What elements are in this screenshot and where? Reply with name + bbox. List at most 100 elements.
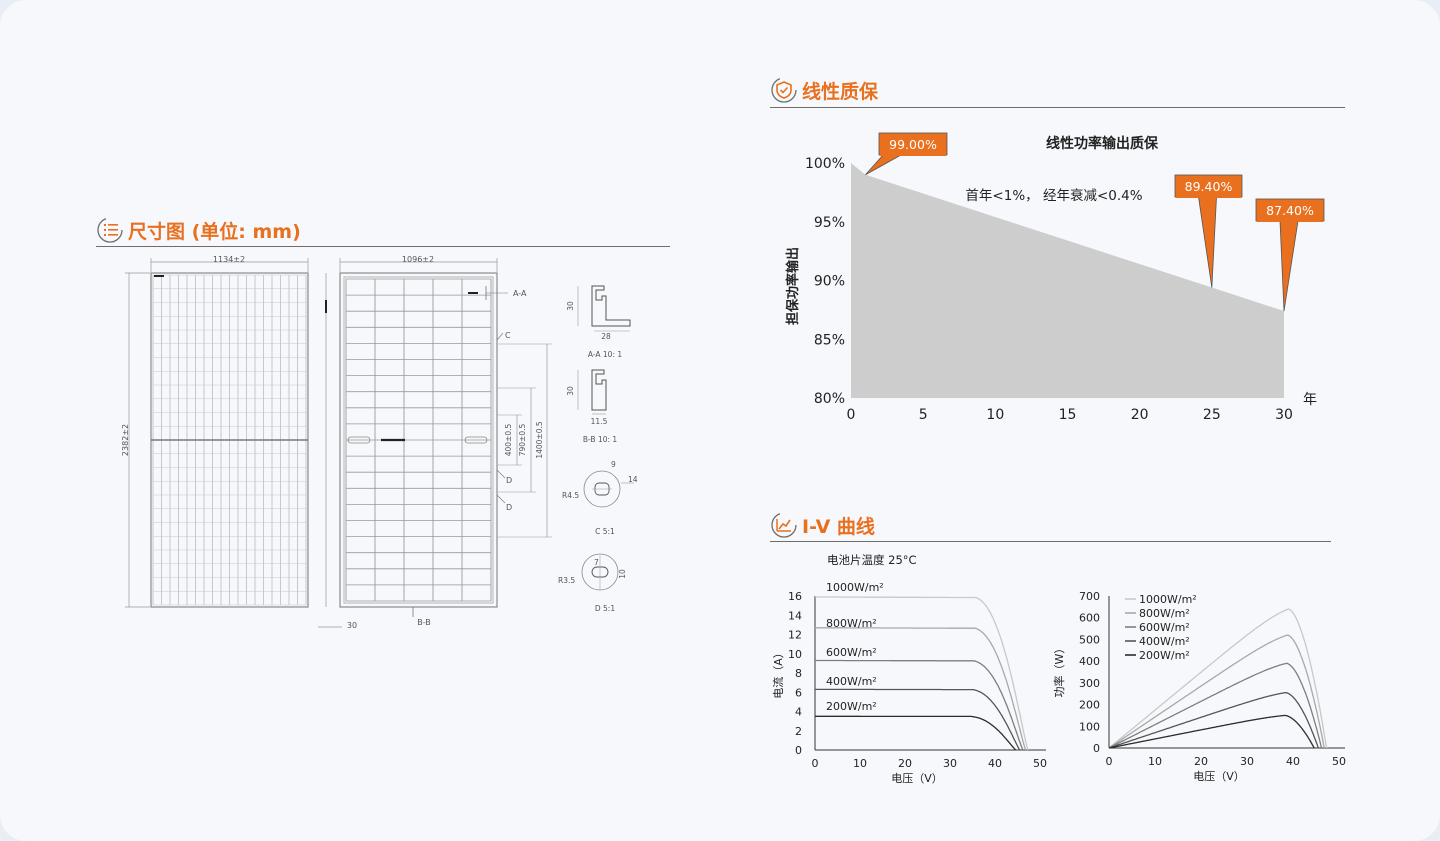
pv-xtick-label: 40 [1286, 755, 1300, 768]
callout-label: 89.40% [1185, 179, 1233, 194]
aa-dim-30: 30 [566, 301, 575, 311]
pv-ytick-label: 300 [1079, 677, 1100, 690]
dim-790-label: 790±0.5 [518, 424, 527, 457]
back-panel-inner-frame [343, 276, 494, 604]
d2-label: D [506, 503, 512, 512]
warranty-ytick-label: 80% [814, 391, 845, 407]
dimension-rule [96, 246, 670, 247]
connector-right [464, 436, 488, 444]
iv-left-ytick-label: 10 [788, 648, 802, 661]
warranty-xtick-label: 25 [1203, 407, 1221, 423]
dimension-section-header: 尺寸图 (单位: mm) [96, 216, 301, 244]
pv-curve [1108, 692, 1319, 749]
callout-label: 99.00% [889, 137, 937, 152]
bb-dim-30: 30 [566, 386, 575, 396]
iv-left-ylabel: 电流（A） [771, 647, 785, 699]
d-caption: D 5:1 [595, 604, 615, 613]
connector-left [347, 436, 371, 444]
pv-ytick-label: 500 [1079, 633, 1100, 646]
pv-xtick-label: 0 [1106, 755, 1113, 768]
warranty-xtick-label: 15 [1059, 407, 1077, 423]
pv-curve [1108, 608, 1328, 749]
c-caption: C 5:1 [595, 527, 615, 536]
c-leader [496, 332, 504, 341]
iv-left-xtick-label: 50 [1033, 757, 1047, 770]
aa-label: A-A [513, 289, 527, 298]
iv-left-ytick-label: 0 [795, 744, 802, 757]
iv-title: I-V 曲线 [802, 515, 875, 538]
pv-curve [1108, 634, 1325, 749]
dimension-title: 尺寸图 (单位: mm) [128, 220, 301, 243]
dim-400-label: 400±0.5 [504, 424, 513, 457]
thickness-label: 30 [347, 621, 357, 630]
iv-temp-label: 电池片温度 25°C [827, 553, 917, 567]
c-detail-circle [583, 470, 621, 508]
iv-curve [815, 659, 1024, 751]
chart-line-icon [771, 512, 797, 538]
iv-curve [815, 688, 1021, 751]
pv-xtick-label: 20 [1194, 755, 1208, 768]
pv-legend-label: 400W/m² [1139, 635, 1190, 648]
height-label: 2382±2 [121, 424, 130, 456]
iv-left-xtick-label: 40 [988, 757, 1002, 770]
warranty-ytick-label: 95% [814, 215, 845, 231]
iv-series-label: 200W/m² [826, 700, 877, 713]
warranty-rule [770, 107, 1345, 108]
bb-caption: B-B 10: 1 [583, 435, 618, 444]
bb-bottom-label: B-B [417, 618, 431, 627]
warranty-section-header: 线性质保 [770, 76, 878, 104]
pv-legend-label: 200W/m² [1139, 649, 1190, 662]
pv-ytick-label: 0 [1093, 742, 1100, 755]
aa-dim-28: 28 [601, 332, 611, 341]
aa-caption: A-A 10: 1 [588, 350, 622, 359]
iv-series-label: 600W/m² [826, 646, 877, 659]
c-dim-14: 14 [628, 475, 638, 484]
iv-curve [815, 596, 1029, 751]
iv-left-xlabel: 电压（V） [891, 772, 943, 785]
warranty-xtick-label: 5 [919, 407, 928, 423]
pv-xtick-label: 30 [1240, 755, 1254, 768]
bb-profile [591, 369, 607, 411]
warranty-subtitle: 首年<1%， 经年衰减<0.4% [965, 187, 1142, 204]
iv-left-xtick-label: 0 [812, 757, 819, 770]
d-dim-7: 7 [594, 558, 599, 567]
dim-1400-label: 1400±0.5 [535, 421, 544, 459]
pv-legend-label: 1000W/m² [1139, 593, 1197, 606]
iv-series-label: 800W/m² [826, 617, 877, 630]
iv-right-xlabel: 电压（V） [1193, 770, 1245, 783]
pv-ytick-label: 100 [1079, 720, 1100, 733]
iv-left-ytick-label: 14 [788, 609, 802, 622]
iv-left-ytick-label: 8 [795, 667, 802, 680]
warranty-xtick-label: 30 [1275, 407, 1293, 423]
pv-xtick-label: 10 [1148, 755, 1162, 768]
iv-section-header: I-V 曲线 [770, 511, 875, 539]
d1-leader [496, 469, 506, 479]
pv-xtick-label: 50 [1332, 755, 1346, 768]
iv-series-label: 400W/m² [826, 675, 877, 688]
iv-left-ytick-label: 6 [795, 686, 802, 699]
aa-profile [591, 285, 631, 327]
d2-leader [496, 494, 506, 504]
list-icon [97, 217, 123, 243]
c-label: C [505, 331, 511, 340]
callout-seam [1176, 195, 1241, 198]
iv-curve [815, 627, 1027, 751]
warranty-chart-title: 线性功率输出质保 [1046, 135, 1159, 152]
back-panel-frame [339, 272, 498, 608]
iv-right-ylabel: 功率（W） [1052, 643, 1066, 698]
pv-curve [1108, 714, 1315, 749]
pv-legend-label: 800W/m² [1139, 607, 1190, 620]
back-width-label: 1096±2 [402, 255, 434, 264]
warranty-xunit: 年 [1303, 392, 1317, 408]
iv-left-xtick-label: 20 [898, 757, 912, 770]
pv-ytick-label: 200 [1079, 699, 1100, 712]
pv-ytick-label: 700 [1079, 590, 1100, 603]
callout-seam [880, 153, 946, 156]
callout-label: 87.40% [1266, 203, 1314, 218]
pv-legend-label: 600W/m² [1139, 621, 1190, 634]
d1-label: D [506, 476, 512, 485]
iv-left-ytick-label: 4 [795, 706, 802, 719]
